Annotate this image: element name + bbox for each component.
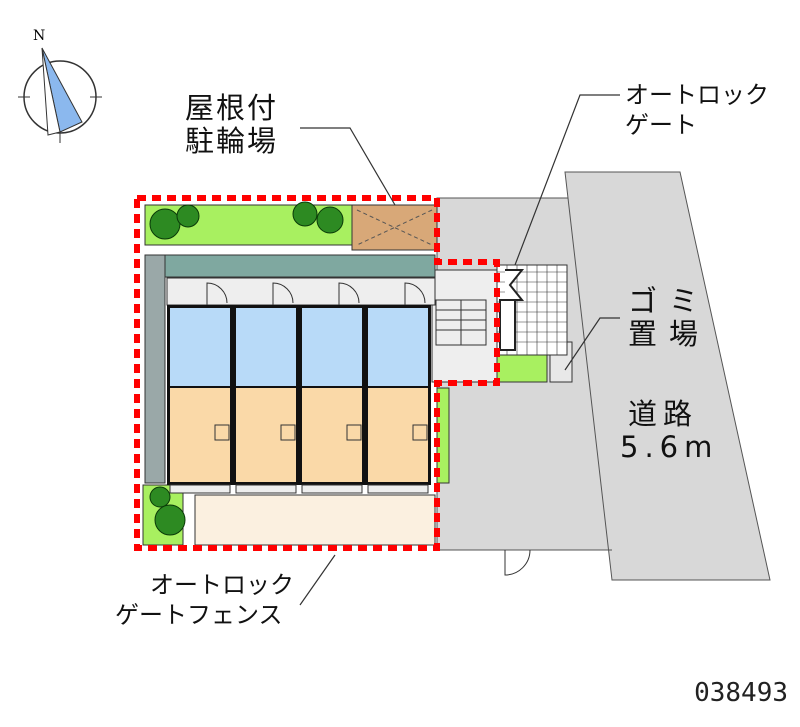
road <box>564 171 771 581</box>
property-code: 038493 <box>694 678 788 708</box>
north-label: N <box>33 28 45 44</box>
bike-parking <box>351 204 438 251</box>
stairs <box>435 299 487 346</box>
compass-icon: N <box>18 28 102 143</box>
unit <box>167 282 233 494</box>
label-autolock-fence: オートロックゲートフェンス <box>115 571 294 629</box>
unit <box>233 282 299 494</box>
gate-door <box>504 549 531 576</box>
label-garbage: ゴミ置場 <box>628 284 711 351</box>
door <box>272 282 294 305</box>
unit <box>299 282 365 494</box>
terrace <box>194 494 436 546</box>
door <box>404 282 426 305</box>
label-autolock-gate: オートロックゲート <box>625 81 769 139</box>
autolock-gate <box>499 299 516 351</box>
tree-icon <box>149 201 344 536</box>
unit <box>365 282 431 494</box>
label-bike-parking: 屋根付駐輪場 <box>185 91 279 158</box>
door <box>338 282 360 305</box>
property-boundary <box>134 195 500 551</box>
door <box>206 282 228 305</box>
